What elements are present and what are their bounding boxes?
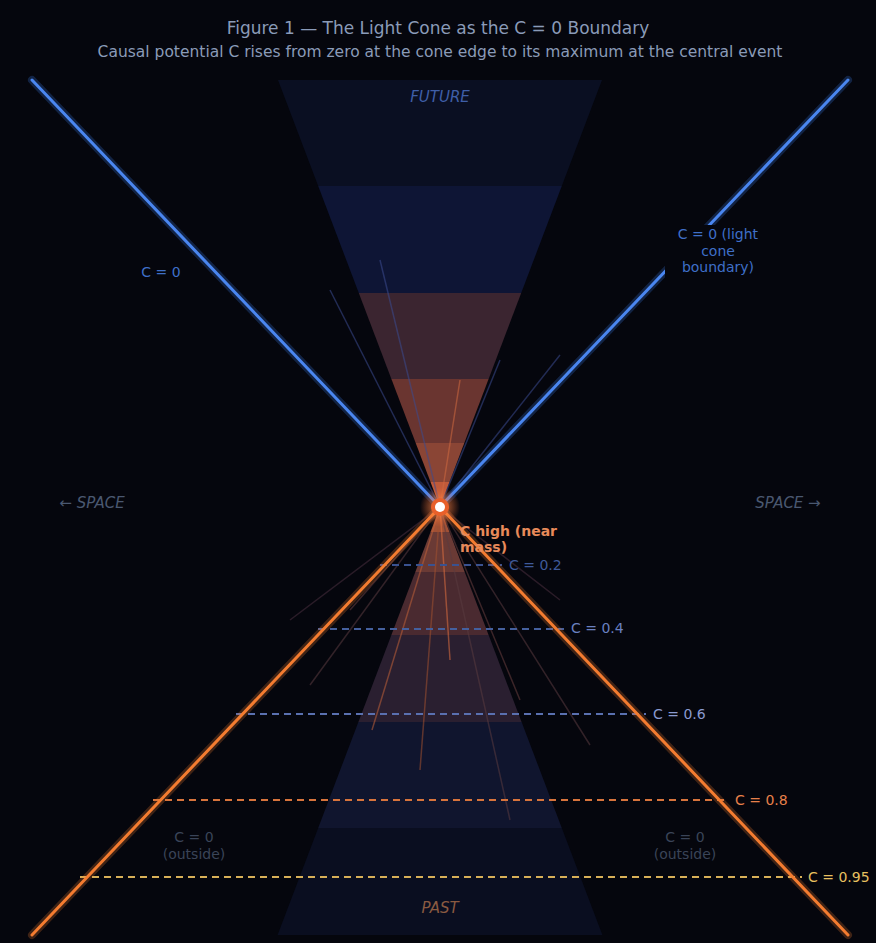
past-cone-edge <box>32 507 440 935</box>
cone-bands <box>278 80 603 935</box>
faint-ray <box>330 290 440 507</box>
axis-label: PAST <box>421 899 458 917</box>
level-label: C = 0.8 <box>735 792 788 809</box>
faint-ray <box>440 360 500 507</box>
axis-label: SPACE → <box>755 494 820 512</box>
future-cone-glow <box>440 80 848 507</box>
level-label: C = 0.4 <box>571 620 624 637</box>
cone-band <box>318 186 562 293</box>
cone-band <box>318 722 562 828</box>
past-cone-edge <box>440 507 848 935</box>
subtitle: Causal potential C rises from zero at th… <box>98 43 783 62</box>
future-cone-edge <box>32 80 440 507</box>
boundary-label: C = 0 <box>141 264 180 281</box>
level-line <box>380 564 502 566</box>
level-line <box>318 628 564 630</box>
past-cone-glow <box>440 507 848 935</box>
faint-ray <box>310 507 440 685</box>
boundary-label: C = 0 (light cone boundary) <box>665 225 771 277</box>
axis-label: ← SPACE <box>59 494 124 512</box>
figure-title: Figure 1 — The Light Cone as the C = 0 B… <box>227 18 650 38</box>
level-label: C = 0.6 <box>653 706 706 723</box>
event-ring <box>431 498 449 516</box>
level-label: C = 0.95 <box>808 869 870 886</box>
event-label: C high (near mass) <box>460 523 580 555</box>
faint-ray <box>290 507 440 620</box>
plot-ground <box>8 8 868 935</box>
cone-band <box>278 80 602 186</box>
faint-ray <box>420 507 440 770</box>
cone-band <box>416 443 465 482</box>
level-label: C = 0.2 <box>509 557 562 574</box>
event-glow <box>420 487 460 527</box>
faint-rays <box>290 260 590 820</box>
faint-ray <box>440 507 590 745</box>
cone-lines <box>32 80 848 935</box>
level-line <box>236 713 646 715</box>
cone-band <box>358 635 521 722</box>
cone-band <box>391 379 488 443</box>
axis-label: FUTURE <box>410 88 470 106</box>
level-line <box>80 876 802 878</box>
central-event <box>435 502 445 512</box>
cone-band <box>391 572 488 635</box>
future-cone-edge <box>440 80 848 507</box>
outside-label: C = 0 (outside) <box>640 829 730 863</box>
outside-label: C = 0 (outside) <box>149 829 239 863</box>
level-line <box>153 799 728 801</box>
dashed-levels <box>80 565 802 877</box>
future-cone-glow <box>32 80 440 507</box>
cone-band <box>278 828 603 935</box>
past-cone-glow <box>32 507 440 935</box>
